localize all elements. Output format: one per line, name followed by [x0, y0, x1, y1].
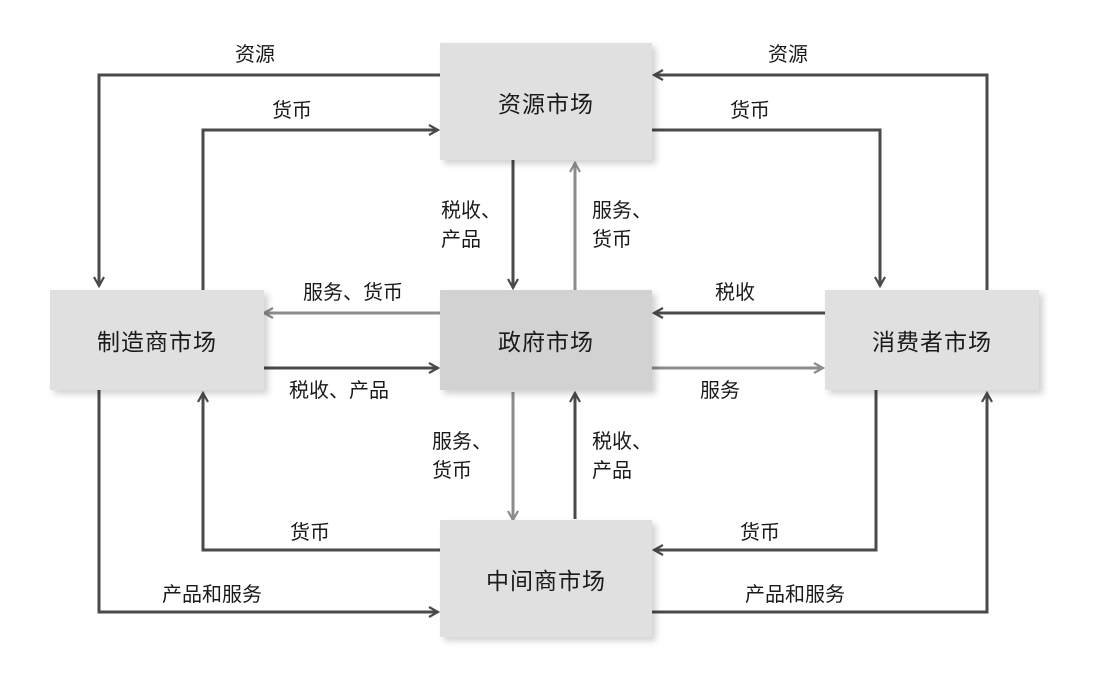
label-center-top-service: 服务、 货币	[592, 196, 652, 254]
label-top-right-resource: 资源	[768, 42, 808, 66]
label-left-service-money: 服务、货币	[303, 280, 403, 304]
arrow-intermediary-money-to-manufacturer	[203, 393, 440, 552]
resource-market-node: 资源市场	[440, 43, 652, 160]
label-center-bottom-service-line2: 货币	[432, 458, 472, 482]
arrow-consumer-resource-to-resource-market	[654, 75, 989, 290]
arrow-manufacturer-product-to-intermediary	[97, 390, 438, 612]
label-center-bottom-tax-line2: 产品	[592, 458, 632, 482]
label-center-top-service-line2: 货币	[592, 227, 632, 251]
manufacturer-market-node: 制造商市场	[50, 290, 264, 390]
label-top-left-money: 货币	[272, 98, 312, 122]
arrow-intermediary-product-to-consumer	[652, 393, 987, 614]
label-center-bottom-tax-line1: 税收、	[592, 429, 652, 453]
label-bottom-left-product: 产品和服务	[162, 582, 262, 606]
arrow-manufacturer-money-to-resource	[201, 130, 438, 290]
label-bottom-right-money: 货币	[740, 520, 780, 544]
label-bottom-left-money: 货币	[290, 520, 330, 544]
label-center-top-service-line1: 服务、	[592, 198, 652, 222]
label-center-top-tax: 税收、 产品	[441, 196, 501, 254]
label-center-bottom-service-line1: 服务、	[432, 429, 492, 453]
label-top-left-resource: 资源	[235, 42, 275, 66]
government-market-node: 政府市场	[440, 290, 652, 390]
label-right-service: 服务	[700, 378, 740, 402]
intermediary-market-node: 中间商市场	[440, 520, 652, 637]
consumer-market-node: 消费者市场	[825, 290, 1039, 390]
label-right-tax: 税收	[715, 280, 755, 304]
label-top-right-money: 货币	[730, 98, 770, 122]
arrow-resource-money-to-consumer	[652, 128, 880, 286]
label-center-top-tax-line2: 产品	[441, 227, 481, 251]
label-center-bottom-service: 服务、 货币	[432, 427, 492, 485]
arrow-resource-to-manufacturer	[99, 73, 440, 286]
arrow-consumer-money-to-intermediary	[654, 390, 878, 550]
label-left-tax-product: 税收、产品	[289, 378, 389, 402]
label-bottom-right-product: 产品和服务	[745, 582, 845, 606]
label-center-top-tax-line1: 税收、	[441, 198, 501, 222]
label-center-bottom-tax: 税收、 产品	[592, 427, 652, 485]
